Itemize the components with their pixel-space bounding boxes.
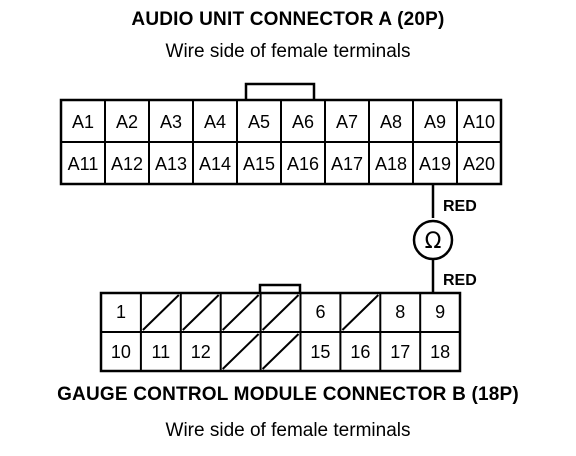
- terminal-b9: 9: [435, 302, 445, 322]
- empty-cavity-slash: [142, 294, 180, 331]
- terminal-a13: A13: [155, 154, 187, 174]
- empty-cavity-slash: [261, 294, 300, 331]
- terminal-b8: 8: [395, 302, 405, 322]
- connector-b-subtitle: Wire side of female terminals: [165, 420, 411, 441]
- terminal-a17: A17: [331, 154, 363, 174]
- empty-cavity-slash: [261, 333, 300, 370]
- connector-a-title: AUDIO UNIT CONNECTOR A (20P): [131, 9, 445, 30]
- terminal-a16: A16: [287, 154, 319, 174]
- connector-b-lock-tab: [258, 283, 302, 293]
- terminal-b12: 12: [191, 342, 211, 362]
- terminal-b15: 15: [310, 342, 330, 362]
- wire-label-upper: RED: [443, 198, 477, 215]
- terminal-b18: 18: [430, 342, 450, 362]
- terminal-a10: A10: [463, 112, 495, 132]
- terminal-a8: A8: [380, 112, 402, 132]
- terminal-a6: A6: [292, 112, 314, 132]
- terminal-a9: A9: [424, 112, 446, 132]
- terminal-a18: A18: [375, 154, 407, 174]
- terminal-a4: A4: [204, 112, 226, 132]
- ohm-symbol: Ω: [425, 229, 442, 254]
- terminal-a11: A11: [68, 154, 99, 174]
- terminal-b6: 6: [315, 302, 325, 322]
- terminal-b16: 16: [350, 342, 370, 362]
- terminal-b1: 1: [116, 302, 126, 322]
- empty-cavity-slash: [182, 294, 220, 331]
- empty-cavity-slash: [222, 294, 260, 331]
- connector-b-title: GAUGE CONTROL MODULE CONNECTOR B (18P): [57, 384, 519, 405]
- terminal-a20: A20: [463, 154, 495, 174]
- terminal-b17: 17: [390, 342, 410, 362]
- terminal-a2: A2: [116, 112, 138, 132]
- empty-cavity-slash: [341, 294, 379, 331]
- terminal-a5: A5: [248, 112, 270, 132]
- terminal-a12: A12: [111, 154, 143, 174]
- wire-label-lower: RED: [443, 272, 477, 289]
- terminal-a15: A15: [243, 154, 275, 174]
- connector-a-lock-tab: [244, 82, 316, 100]
- terminal-a14: A14: [199, 154, 231, 174]
- terminal-b11: 11: [152, 342, 171, 362]
- terminal-a19: A19: [419, 154, 451, 174]
- test-circuit: RED Ω RED: [412, 184, 477, 293]
- terminal-a1: A1: [72, 112, 94, 132]
- empty-cavity-slash: [222, 333, 260, 370]
- connector-a-subtitle: Wire side of female terminals: [165, 41, 411, 62]
- terminal-a3: A3: [160, 112, 182, 132]
- connector-a: A1 A2 A3 A4 A5 A6 A7 A8 A9 A10 A11 A12 A13 A14 A15 A16…: [59, 82, 503, 186]
- terminal-b10: 10: [111, 342, 131, 362]
- terminal-a7: A7: [336, 112, 358, 132]
